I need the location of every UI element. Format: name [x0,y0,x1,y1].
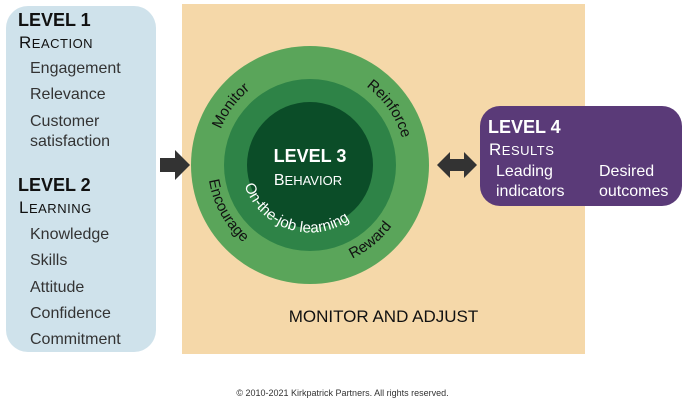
monitor-adjust-label: MONITOR AND ADJUST [288,307,479,326]
level2-item-commitment: Commitment [30,331,121,348]
level2-item-skills: Skills [30,252,68,269]
level1-item-engagement: Engagement [30,60,121,77]
double-arrow-icon [437,152,477,178]
level4-item-desired: Desired [599,163,655,180]
copyright-footer: © 2010-2021 Kirkpatrick Partners. All ri… [236,388,449,398]
level1-item-satisfaction: satisfaction [30,133,111,150]
level3-subtitle: BEHAVIOR [274,172,342,189]
level2-item-confidence: Confidence [30,305,111,322]
core-circle [247,102,373,228]
level1-item-customer: Customer [30,113,100,130]
level1-title: LEVEL 1 [18,10,91,30]
level1-item-relevance: Relevance [30,86,106,103]
level4-item-leading: Leading [496,163,553,180]
right-arrow-icon [160,150,190,180]
level1-subtitle: REACTION [19,33,94,52]
level2-item-knowledge: Knowledge [30,226,110,243]
levels-1-2-panel [6,6,156,352]
level3-title: LEVEL 3 [274,146,347,166]
level4-subtitle: RESULTS [489,140,555,159]
level2-subtitle: LEARNING [19,198,92,217]
level4-item-outcomes: outcomes [599,183,669,200]
level2-item-attitude: Attitude [30,279,85,296]
level2-title: LEVEL 2 [18,175,91,195]
level4-item-indicators: indicators [496,183,565,200]
level4-title: LEVEL 4 [488,117,561,137]
level4-panel [480,106,682,206]
